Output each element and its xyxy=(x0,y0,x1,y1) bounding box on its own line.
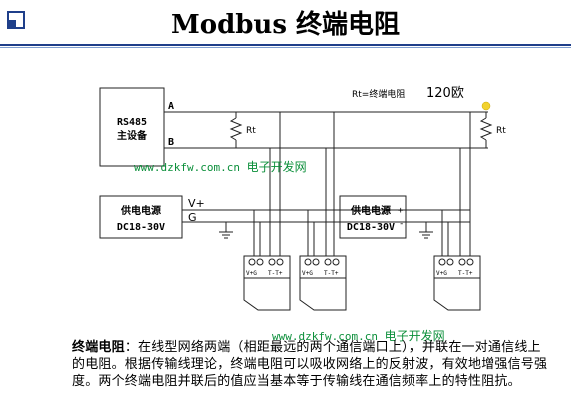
device-terminal-3 xyxy=(433,255,481,279)
title-divider-thin xyxy=(0,47,571,48)
terminal-3-left-label: V+G xyxy=(436,270,447,277)
caption-lead: 终端电阻 xyxy=(72,340,125,355)
rt-right-resistor xyxy=(479,117,493,141)
g-label: G xyxy=(188,211,197,224)
rt-left-resistor xyxy=(229,117,243,141)
master-device-label: 主设备 xyxy=(117,129,148,142)
terminal-1-left-label: V+G xyxy=(246,270,257,277)
psu-left-voltage: DC18-30V xyxy=(117,222,165,233)
terminal-2-right-label: T-T+ xyxy=(324,270,339,277)
logo-mark-icon xyxy=(7,11,25,29)
device-terminal-2 xyxy=(299,255,347,279)
title-divider xyxy=(0,44,571,46)
rt-value-label: 120欧 xyxy=(426,86,464,101)
terminal-3-right-label: T-T+ xyxy=(458,270,473,277)
psu-right-minus: - xyxy=(399,219,404,229)
psu-left-title: 供电电源 xyxy=(120,204,161,217)
vplus-label: V+ xyxy=(188,197,205,210)
watermark-site-2: 电子开发网 xyxy=(384,329,445,343)
terminal-2-left-label: V+G xyxy=(302,270,313,277)
caption-text: ：在线型网络两端（相距最远的两个通信端口上），并联在一对通信线上的电阻。根据传输… xyxy=(72,340,548,389)
psu-right-title: 供电电源 xyxy=(350,204,391,217)
watermark-url: www.dzkfw.com.cn xyxy=(134,161,240,174)
device-bodies xyxy=(243,278,481,311)
line-b-label: B xyxy=(168,137,174,148)
rs485-label: RS485 xyxy=(117,117,147,128)
watermark-site: 电子开发网 xyxy=(246,160,307,174)
caption-paragraph: 终端电阻：在线型网络两端（相距最远的两个通信端口上），并联在一对通信线上的电阻。… xyxy=(72,339,552,390)
watermark-url-2: www.dzkfw.com.cn xyxy=(272,330,378,343)
psu-left-box xyxy=(99,195,183,239)
terminal-1-right-label: T-T+ xyxy=(268,270,283,277)
watermark-top: www.dzkfw.com.cn 电子开发网 xyxy=(134,158,307,175)
psu-right-box xyxy=(339,195,407,239)
watermark-bottom: www.dzkfw.com.cn 电子开发网 xyxy=(272,327,445,344)
rt-formula-label: Rt=终端电阻 xyxy=(352,88,405,100)
rt-left-label: Rt xyxy=(246,126,256,136)
highlight-dot xyxy=(481,101,491,111)
device-terminal-1 xyxy=(243,255,291,279)
psu-right-plus: + xyxy=(398,206,404,216)
rt-right-label: Rt xyxy=(496,126,506,136)
psu-right-voltage: DC18-30V xyxy=(347,222,395,233)
rs485-master-box xyxy=(99,87,165,167)
line-a-label: A xyxy=(168,101,174,112)
page-title: Modbus 终端电阻 xyxy=(170,10,401,40)
